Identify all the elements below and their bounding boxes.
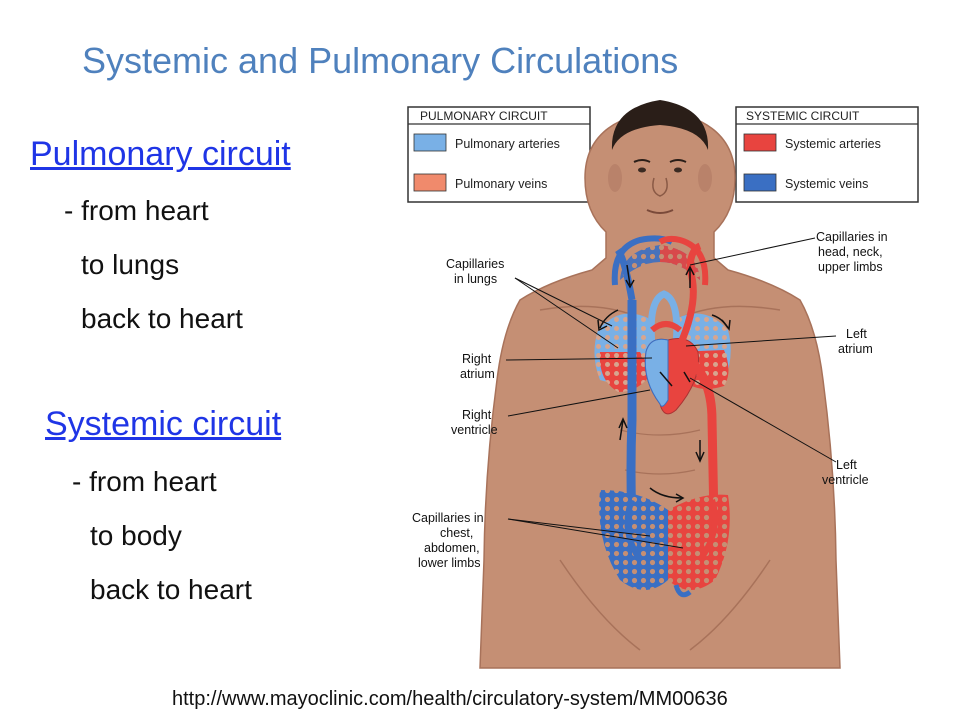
label-left-atrium-1: Left xyxy=(846,327,867,341)
label-right-ventricle-1: Right xyxy=(462,408,492,422)
label-capillaries-head-2: head, neck, xyxy=(818,245,883,259)
label-right-atrium-2: atrium xyxy=(460,367,495,381)
pulmonary-circuit-link[interactable]: Pulmonary circuit xyxy=(30,135,291,173)
label-capillaries-lungs-1: Capillaries xyxy=(446,257,504,271)
systemic-legend: SYSTEMIC CIRCUIT Systemic arteries Syste… xyxy=(735,106,919,203)
label-capillaries-head-3: upper limbs xyxy=(818,260,883,274)
systemic-veins-swatch xyxy=(743,173,777,192)
label-capillaries-lungs-2: in lungs xyxy=(454,272,497,286)
label-right-ventricle-2: ventricle xyxy=(451,423,498,437)
systemic-line-3: back to heart xyxy=(90,574,252,605)
pulmonary-line-2: to lungs xyxy=(81,249,180,280)
label-left-ventricle-2: ventricle xyxy=(822,473,869,487)
label-left-ventricle-1: Left xyxy=(836,458,857,472)
right-heart xyxy=(644,338,669,407)
systemic-circuit-link[interactable]: Systemic circuit xyxy=(45,405,282,443)
systemic-arteries-label: Systemic arteries xyxy=(785,137,881,151)
systemic-legend-title: SYSTEMIC CIRCUIT xyxy=(746,109,860,123)
label-capillaries-head-1: Capillaries in xyxy=(816,230,888,244)
pulmonary-arteries-swatch xyxy=(413,133,447,152)
systemic-line-2: to body xyxy=(90,520,182,551)
slide-title: Systemic and Pulmonary Circulations xyxy=(82,40,679,81)
source-url[interactable]: http://www.mayoclinic.com/health/circula… xyxy=(172,688,728,710)
label-capillaries-chest-4: lower limbs xyxy=(418,556,481,570)
label-capillaries-chest-3: abdomen, xyxy=(424,541,480,555)
pulmonary-line-3: back to heart xyxy=(81,303,243,334)
pulmonary-legend-title: PULMONARY CIRCUIT xyxy=(420,109,548,123)
systemic-line-1: - from heart xyxy=(72,466,217,497)
label-right-atrium-1: Right xyxy=(462,352,492,366)
pulmonary-veins-swatch xyxy=(413,173,447,192)
label-capillaries-chest-1: Capillaries in xyxy=(412,511,484,525)
label-capillaries-chest-2: chest, xyxy=(440,526,473,540)
systemic-veins-label: Systemic veins xyxy=(785,177,868,191)
pulmonary-line-1: - from heart xyxy=(64,195,209,226)
pulmonary-arteries-label: Pulmonary arteries xyxy=(455,137,560,151)
pulmonary-veins-label: Pulmonary veins xyxy=(455,177,547,191)
label-left-atrium-2: atrium xyxy=(838,342,873,356)
pulmonary-legend: PULMONARY CIRCUIT Pulmonary arteries Pul… xyxy=(407,106,591,203)
systemic-arteries-swatch xyxy=(743,133,777,152)
